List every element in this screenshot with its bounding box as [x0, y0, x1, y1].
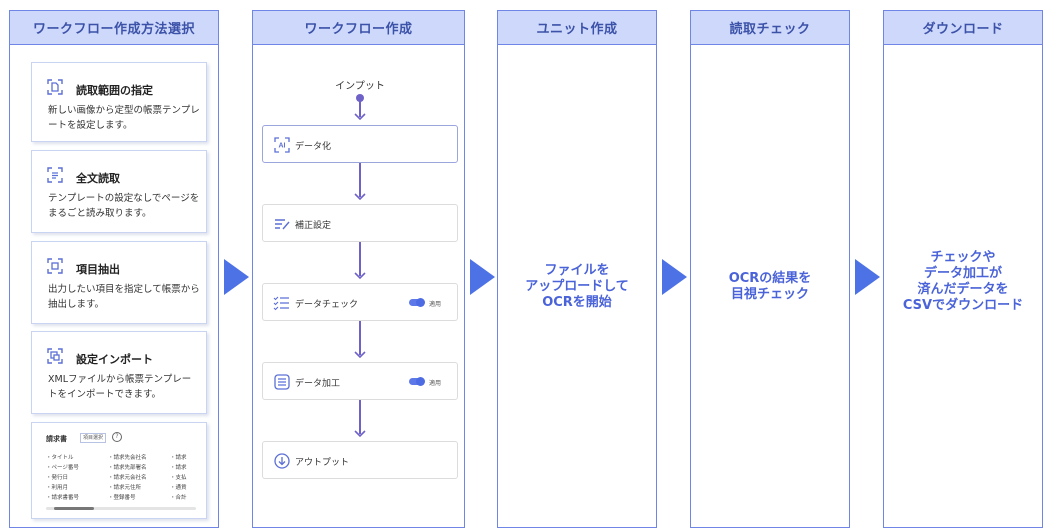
node-label: データ加工: [295, 379, 341, 389]
connector-line: [359, 400, 361, 434]
method-desc: 出力したい項目を指定して帳票から抽出します。: [48, 284, 200, 310]
ai-icon: AI: [274, 137, 290, 153]
download-line: データ加工が: [923, 266, 1002, 281]
input-label: インプット: [335, 81, 385, 92]
preview-field: ・登録番号: [108, 495, 136, 501]
read-check-panel: 読取チェック: [690, 10, 850, 528]
method-title: 項目抽出: [76, 263, 120, 276]
unit-create-header: ユニット作成: [498, 11, 656, 45]
preview-field: ・請求先部署名: [108, 465, 147, 471]
preview-field: ・請求先会社名: [108, 455, 147, 461]
method-desc: テンプレートの設定なしでページをまるごと読み取ります。: [48, 193, 200, 219]
download-panel: ダウンロード: [883, 10, 1043, 528]
flow-arrow: [855, 259, 880, 295]
method-title: 読取範囲の指定: [76, 84, 153, 97]
preview-field: ・利用月: [46, 485, 69, 491]
preview-field: ・合計: [170, 495, 187, 501]
read-check-description: OCRの結果を 目視チェック: [690, 271, 850, 303]
unit-line: ファイルを: [544, 263, 610, 278]
preview-badge: 項目選択: [80, 433, 107, 443]
method-desc: XMLファイルから帳票テンプレートをインポートできます。: [48, 374, 192, 400]
connector-line: [359, 242, 361, 276]
download-line: 済んだデータを: [917, 282, 1009, 297]
invoice-preview: 請求書 項目選択 ? ・タイトル ・請求先会社名 ・請求 ・ページ番号 ・請求先…: [31, 422, 207, 519]
node-label: データチェック: [295, 300, 359, 310]
svg-text:AI: AI: [279, 143, 286, 150]
unit-create-panel: ユニット作成: [497, 10, 657, 528]
unit-description: ファイルを アップロードして OCRを開始: [497, 263, 657, 311]
extract-icon: [47, 258, 63, 274]
flow-arrow: [662, 259, 687, 295]
unit-line: アップロードして: [525, 279, 629, 294]
flow-arrow: [470, 259, 495, 295]
import-icon: [47, 348, 63, 364]
preview-field: ・請求: [170, 465, 187, 471]
flow-arrow: [224, 259, 249, 295]
document-text-icon: [47, 167, 63, 183]
preview-field: ・支払: [170, 475, 187, 481]
apply-toggle[interactable]: [409, 298, 425, 307]
connector-arrowhead: [354, 351, 366, 359]
connector-arrowhead: [354, 113, 366, 121]
method-card-import[interactable]: 設定インポート XMLファイルから帳票テンプレートをインポートできます。: [31, 331, 207, 414]
connector-line: [359, 321, 361, 355]
workflow-node-datafy[interactable]: AI データ化: [262, 125, 458, 163]
workflow-node-data-process[interactable]: データ加工 適用: [262, 362, 458, 400]
method-card-extract[interactable]: 項目抽出 出力したい項目を指定して帳票から抽出します。: [31, 241, 207, 324]
preview-scrollbar[interactable]: [46, 507, 196, 510]
connector-line: [359, 100, 361, 117]
preview-field: ・タイトル: [46, 455, 74, 461]
toggle-label: 適用: [429, 301, 442, 308]
download-line: チェックや: [930, 250, 996, 265]
connector-arrowhead: [354, 430, 366, 438]
node-label: データ化: [295, 142, 332, 152]
download-header: ダウンロード: [884, 11, 1042, 45]
method-title: 設定インポート: [76, 353, 153, 366]
method-title: 全文読取: [76, 172, 120, 185]
list-process-icon: [274, 374, 290, 390]
input-dot: [356, 94, 364, 102]
preview-field: ・請求書番号: [46, 495, 80, 501]
method-desc: 新しい画像から定型の帳票テンプレートを設定します。: [48, 105, 200, 131]
method-select-header: ワークフロー作成方法選択: [10, 11, 218, 45]
preview-field: ・通貨: [170, 485, 187, 491]
toggle-label: 適用: [429, 380, 442, 387]
preview-field: ・請求元会社名: [108, 475, 147, 481]
read-check-header: 読取チェック: [691, 11, 849, 45]
preview-field: ・発行日: [46, 475, 69, 481]
workflow-node-correction[interactable]: 補正設定: [262, 204, 458, 242]
connector-arrowhead: [354, 193, 366, 201]
read-line: 目視チェック: [730, 287, 809, 302]
help-icon[interactable]: ?: [112, 432, 122, 442]
scan-area-icon: [47, 79, 63, 95]
workflow-node-data-check[interactable]: データチェック 適用: [262, 283, 458, 321]
checklist-icon: [273, 296, 289, 311]
scrollbar-thumb[interactable]: [54, 507, 94, 510]
unit-line: OCRを開始: [542, 295, 612, 310]
read-line: OCRの結果を: [728, 271, 812, 286]
edit-lines-icon: [275, 219, 290, 230]
apply-toggle[interactable]: [409, 377, 425, 386]
preview-field: ・請求元住所: [108, 485, 142, 491]
method-card-read-area[interactable]: 読取範囲の指定 新しい画像から定型の帳票テンプレートを設定します。: [31, 62, 207, 142]
workflow-create-header: ワークフロー作成: [253, 11, 464, 45]
node-label: 補正設定: [295, 221, 332, 231]
preview-field: ・ページ番号: [46, 465, 79, 471]
node-label: アウトプット: [295, 458, 350, 468]
method-card-full-text[interactable]: 全文読取 テンプレートの設定なしでページをまるごと読み取ります。: [31, 150, 207, 233]
workflow-node-output[interactable]: アウトプット: [262, 441, 458, 479]
download-circle-icon: [274, 453, 290, 469]
download-description: チェックや データ加工が 済んだデータを CSVでダウンロード: [883, 250, 1043, 314]
preview-title: 請求書: [46, 435, 67, 443]
connector-line: [359, 163, 361, 197]
preview-field: ・請求: [170, 455, 187, 461]
connector-arrowhead: [354, 272, 366, 280]
download-line: CSVでダウンロード: [902, 298, 1024, 313]
